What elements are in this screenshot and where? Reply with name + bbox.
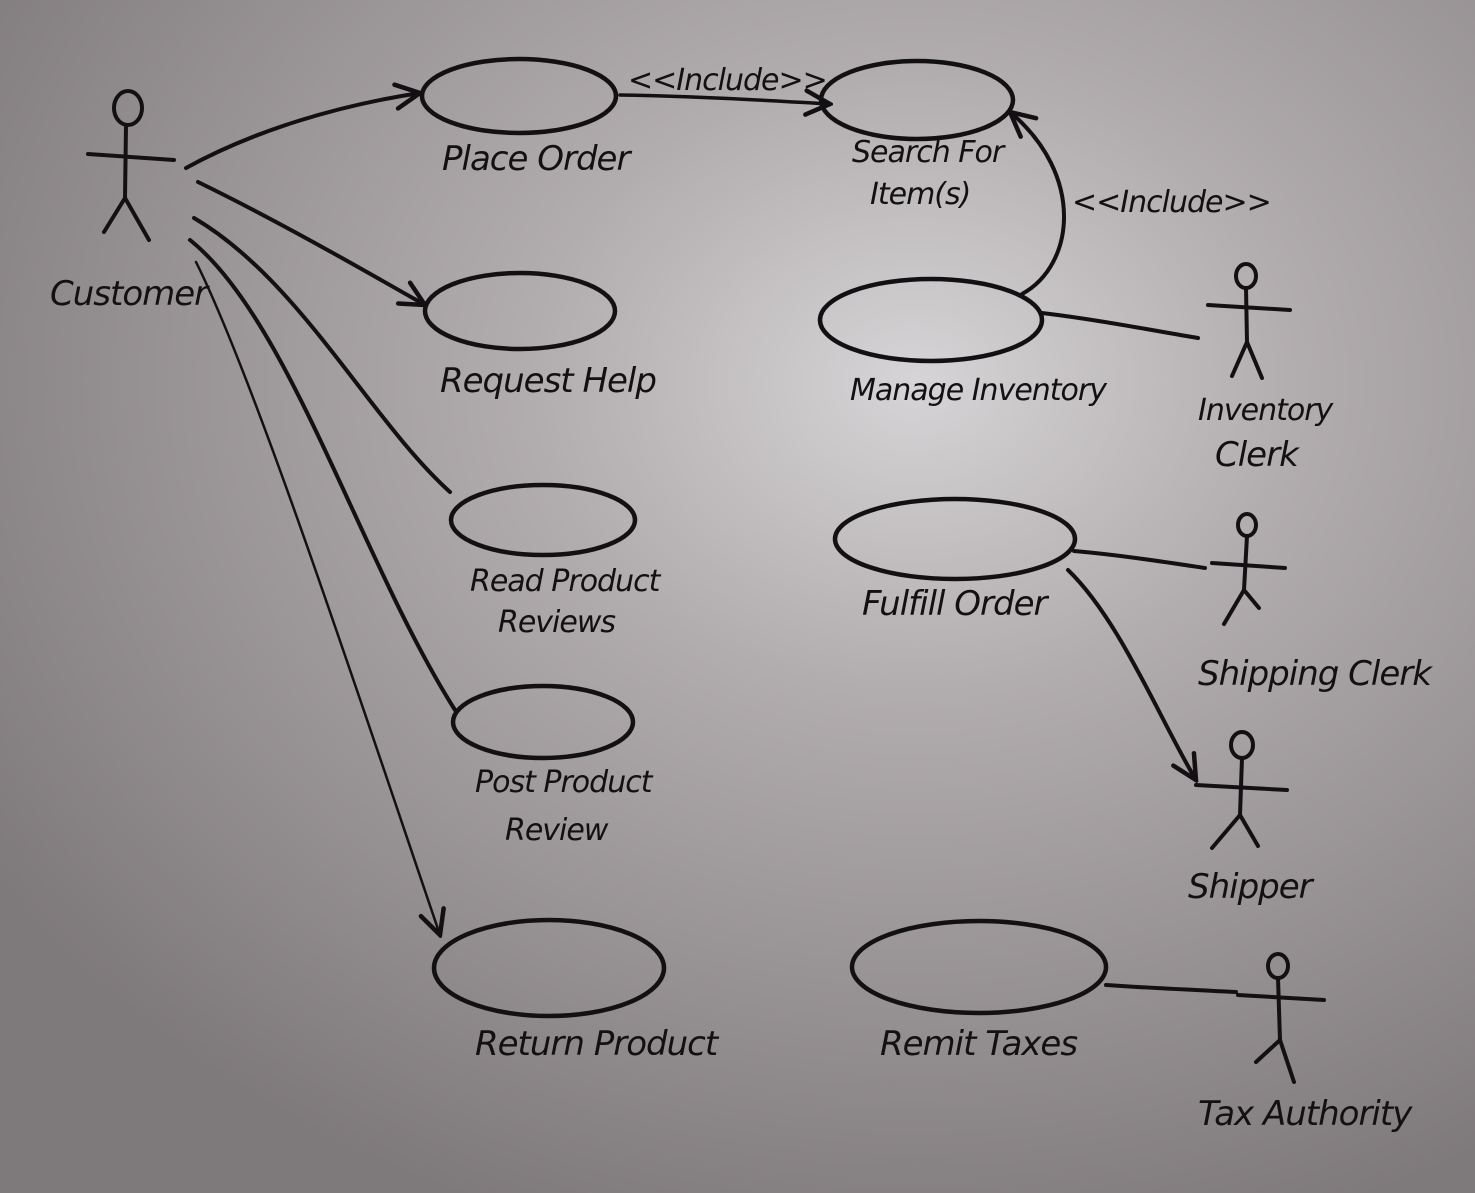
- use-case-request-help: Request Help: [422, 270, 657, 401]
- use-case-post-product-review: Post Product Review: [450, 683, 655, 848]
- use-case-manage-inventory: Manage Inventory: [817, 276, 1109, 408]
- use-case-fulfill-order-label: Fulfill Order: [862, 584, 1050, 624]
- use-case-request-help-label: Request Help: [440, 361, 656, 401]
- use-case-return-product-label: Return Product: [475, 1024, 720, 1064]
- use-case-read-product-reviews-label: Read Product: [470, 564, 662, 599]
- assoc-customer-request-help: [196, 180, 425, 305]
- actor-customer-label: Customer: [50, 274, 210, 314]
- actor-shipper-label: Shipper: [1188, 867, 1315, 907]
- assoc-customer-return-product: [194, 260, 440, 935]
- assoc-fulfill-order-shipping-clerk: [1072, 549, 1207, 570]
- use-case-remit-taxes: Remit Taxes: [849, 918, 1109, 1064]
- use-case-post-product-review-label: Post Product: [475, 765, 654, 800]
- use-case-search-for-items-label-line2: Item(s): [870, 177, 970, 212]
- use-case-post-product-review-label-line2: Review: [505, 813, 609, 848]
- use-case-manage-inventory-label: Manage Inventory: [850, 373, 1108, 408]
- assoc-customer-place-order: [184, 93, 420, 170]
- actor-customer-figure: [86, 89, 176, 242]
- actor-tax-authority-figure: [1236, 952, 1326, 1084]
- include-stereotype-1: <<Include>>: [628, 63, 827, 98]
- use-case-search-for-items: Search For Item(s): [818, 58, 1016, 212]
- include-manage-inventory-search: [1010, 112, 1066, 296]
- actor-tax-authority-label: Tax Authority: [1198, 1094, 1413, 1134]
- actor-shipping-clerk-label: Shipping Clerk: [1198, 654, 1433, 694]
- include-stereotype-2: <<Include>>: [1072, 185, 1271, 220]
- include-place-order-search: [618, 95, 830, 104]
- use-case-read-product-reviews-label-line2: Reviews: [498, 605, 615, 640]
- use-case-return-product: Return Product: [431, 917, 721, 1064]
- assoc-customer-read-product-reviews: [192, 216, 452, 494]
- assoc-remit-taxes-tax-authority: [1104, 983, 1238, 994]
- use-case-read-product-reviews: Read Product Reviews: [448, 482, 663, 640]
- use-case-search-for-items-label: Search For: [852, 135, 1006, 170]
- use-case-remit-taxes-label: Remit Taxes: [880, 1024, 1077, 1064]
- actor-shipping-clerk-figure: [1210, 512, 1287, 626]
- use-case-place-order-label: Place Order: [442, 139, 632, 179]
- assoc-fulfill-order-shipper: [1066, 568, 1196, 780]
- assoc-manage-inventory-inventory-clerk: [1040, 311, 1200, 340]
- actor-inventory-clerk-figure: [1206, 262, 1292, 380]
- actor-inventory-clerk-label: Inventory: [1198, 393, 1335, 428]
- assoc-customer-post-product-review: [188, 238, 457, 712]
- actor-inventory-clerk-label-line2: Clerk: [1215, 435, 1300, 475]
- actor-shipper-figure: [1194, 730, 1289, 850]
- use-case-fulfill-order: Fulfill Order: [832, 496, 1078, 624]
